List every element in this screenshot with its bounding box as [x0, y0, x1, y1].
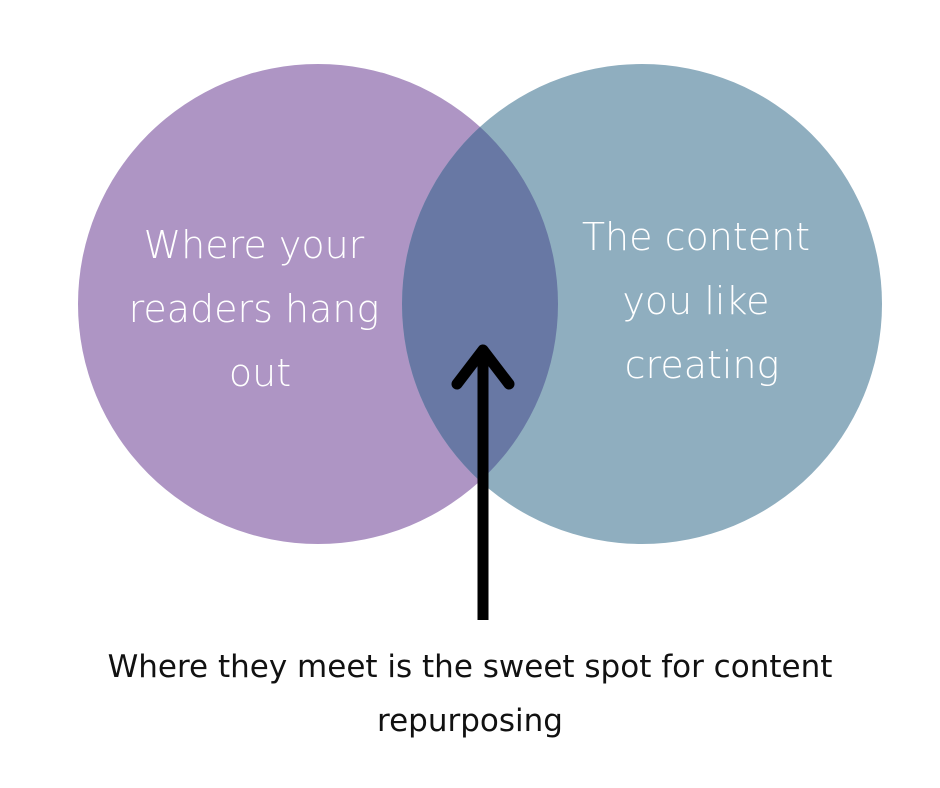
left-label-line-2: readers hang	[129, 287, 380, 331]
up-arrow-icon	[451, 344, 515, 620]
left-label-line-3: out	[229, 351, 291, 395]
left-circle-label: Where your readers hang out	[129, 223, 392, 395]
caption-line-1: Where they meet is the sweet spot for co…	[107, 649, 833, 685]
caption-line-2: repurposing	[377, 703, 563, 739]
right-label-line-2: you like	[622, 279, 769, 323]
right-label-line-3: creating	[625, 343, 780, 387]
caption-text: Where they meet is the sweet spot for co…	[20, 640, 920, 748]
arrow-head	[451, 344, 515, 390]
left-label-line-1: Where your	[144, 223, 365, 267]
overlap-sweet-spot	[402, 64, 558, 544]
right-label-line-1: The content	[582, 215, 810, 259]
right-circle-label: The content you like creating	[582, 215, 822, 387]
